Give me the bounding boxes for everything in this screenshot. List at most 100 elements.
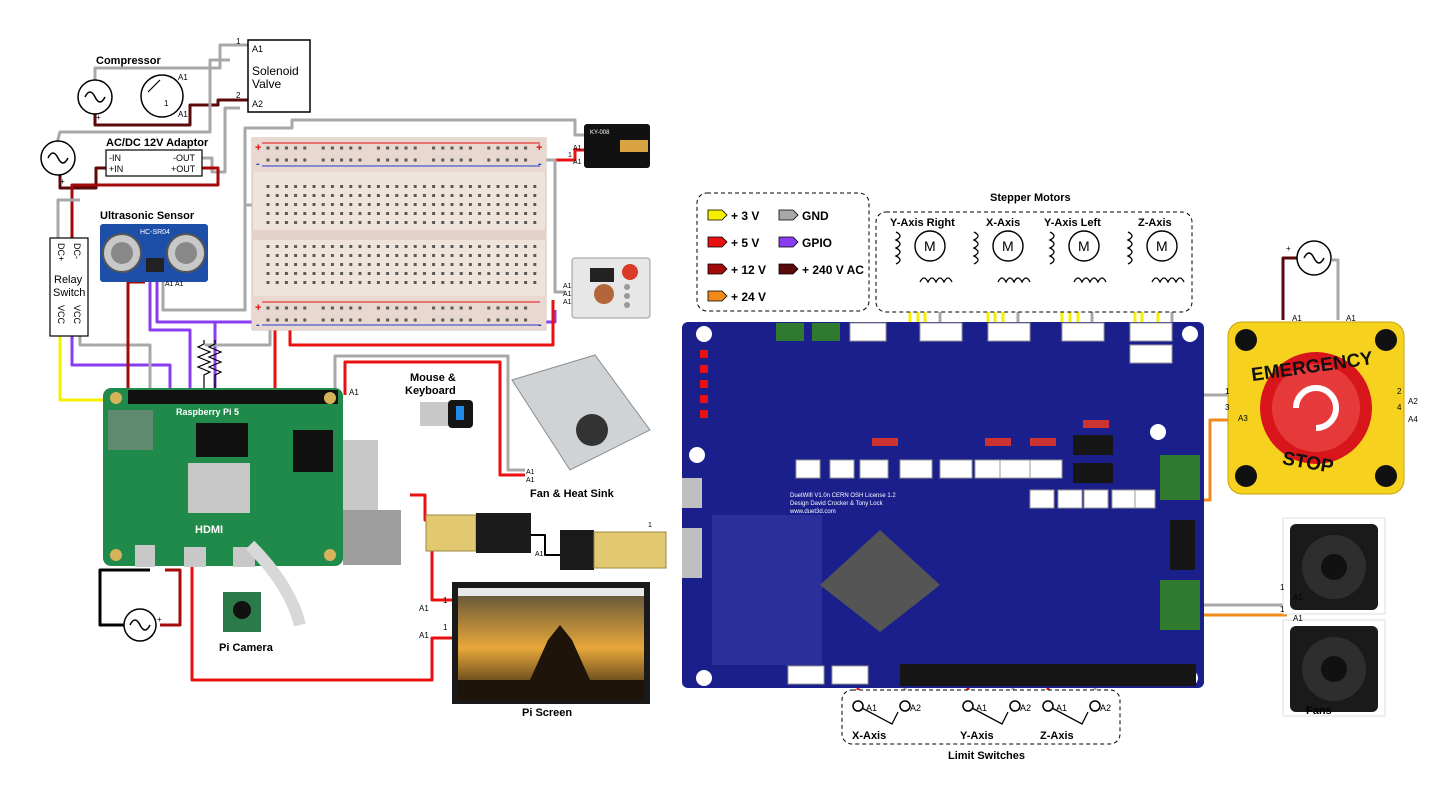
expansion-header: [900, 664, 1196, 686]
solenoid-valve: A1 Solenoid Valve A2 1 2: [236, 37, 311, 113]
duet-wifi-board: DuetWifi V1.0n CERN OSH License 1.2 Desi…: [682, 322, 1204, 688]
stepper-motor: M: [894, 230, 953, 284]
rj45-plug-icon: [593, 531, 667, 569]
stepper-title: Stepper Motors: [990, 192, 1071, 204]
rail-minus: -: [538, 319, 542, 331]
limit-pin-a1: A1: [1056, 703, 1067, 713]
wire-compressor-gnd: [93, 43, 248, 95]
breadboard: + + - - + - -: [251, 137, 547, 331]
pi-hdmi-label: HDMI: [195, 524, 223, 536]
usb-port: [682, 478, 702, 508]
pin-header: [1057, 489, 1083, 509]
limit-pin-a2: A2: [910, 703, 921, 713]
legend-label: + 240 V AC: [802, 263, 864, 277]
legend-label: + 24 V: [731, 290, 766, 304]
compressor: Compressor A1 A1 1 +: [77, 55, 188, 122]
eth-pin-a: A1: [535, 551, 544, 558]
adaptor-out-neg: -OUT: [173, 153, 195, 163]
motor-label-y-left: Y-Axis Left: [1044, 217, 1101, 229]
estop-pin-2: 2: [1397, 387, 1402, 396]
pin-header: [1111, 489, 1137, 509]
pi-pin-a1: A1: [349, 388, 359, 397]
solenoid-wire-2: 2: [236, 91, 241, 100]
legend-box: [696, 192, 870, 312]
fan-icon: [576, 414, 608, 446]
pin-header: [1134, 489, 1156, 509]
fuse-block: [872, 438, 898, 446]
pin-header: [919, 322, 963, 342]
laser-board: [584, 124, 650, 168]
laser-diode-icon: [620, 140, 648, 152]
wire-relay-gpio: [70, 335, 172, 392]
pin-header: [831, 665, 869, 685]
legend-label: + 12 V: [731, 263, 766, 277]
screen-pin-1: 1: [443, 596, 448, 605]
solenoid-pin-a2: A2: [252, 99, 263, 109]
sensor-pin-a1b: A1: [563, 291, 572, 298]
pi-screen-label: Pi Screen: [522, 707, 572, 719]
pin-header: [795, 459, 821, 479]
stepper-motors: Stepper Motors Y-Axis Right X-Axis Y-Axi…: [875, 192, 1193, 313]
motor-symbol: M: [1078, 238, 1090, 254]
estop-plus: +: [1286, 244, 1291, 253]
acdc-adaptor: AC/DC 12V Adaptor -IN +IN -OUT +OUT +: [40, 137, 209, 186]
laser-pin-a1: A1: [573, 145, 582, 152]
ram-chip-icon: [188, 463, 250, 513]
ultrasonic-sensor: Ultrasonic Sensor HC-SR04 A1 A1: [100, 210, 208, 288]
legend-item: GPIO: [778, 236, 832, 250]
rail-minus: -: [256, 158, 260, 170]
coil-icon: [1151, 277, 1185, 284]
motor-icon: [992, 230, 1024, 262]
fan-heatsink-label: Fan & Heat Sink: [530, 488, 615, 500]
switch-contact-icon: [852, 700, 864, 712]
fan-pin-a1b: A1: [526, 477, 535, 484]
adaptor-plus: +: [60, 177, 65, 186]
wire-fan-5v: [343, 360, 525, 477]
wire-pi-psu-pos: [160, 568, 182, 627]
relay-dc-pos: DC+: [56, 243, 66, 261]
sensor-pin-a1: A1: [563, 283, 572, 290]
power-terminal: [776, 323, 804, 341]
screen-pin-a1: A1: [419, 604, 429, 613]
pin-header: [1029, 459, 1063, 479]
pi-camera-label: Pi Camera: [219, 642, 274, 654]
laser-model: KY-008: [590, 130, 610, 136]
relay-label-1: Relay: [54, 274, 83, 286]
temple-silhouette: [530, 625, 590, 680]
legend-item: + 12 V: [707, 263, 766, 277]
legend-item: + 240 V AC: [778, 263, 864, 277]
resistors: [196, 340, 223, 390]
fans: 1 A1 1 A1 Fans: [1280, 517, 1386, 717]
switch-contact-icon: [1042, 700, 1054, 712]
resistor-icon: [196, 340, 212, 390]
usb-dongle: Mouse & Keyboard: [405, 372, 473, 428]
limit-label-x: X-Axis: [852, 730, 886, 742]
heatsink-area: [712, 515, 822, 665]
status-led: [700, 410, 708, 418]
limit-pin-a1: A1: [866, 703, 877, 713]
duet-text-2: Design David Crocker & Tony Lock: [790, 501, 884, 507]
coil-icon: [1126, 231, 1133, 265]
legend-label: + 3 V: [731, 209, 759, 223]
relay-label-2: Switch: [53, 287, 85, 299]
pin-header: [1029, 489, 1055, 509]
coil-icon: [997, 277, 1031, 284]
motor-symbol: M: [924, 238, 936, 254]
wire-ac-adaptor-gnd: [53, 58, 230, 151]
stepper-motor: M: [1048, 230, 1107, 284]
pin-header: [1129, 322, 1173, 342]
pin-header: [849, 322, 887, 342]
laser-module: KY-008 A1 1 A1: [568, 124, 650, 168]
gpio-header: [128, 390, 338, 404]
sensor-led-icon: [622, 264, 638, 280]
rotate-arrow-icon: [1293, 385, 1339, 431]
pi-camera: Pi Camera: [219, 540, 306, 654]
wire-ac-adaptor-hot: [58, 166, 106, 190]
switch-lever-icon: [971, 707, 1009, 725]
duet-text-3: www.duet3d.com: [789, 509, 836, 515]
ethernet-cables: 1 A1: [425, 513, 667, 570]
wire-compressor-ac: [93, 98, 248, 127]
motor-label-y-right: Y-Axis Right: [890, 217, 955, 229]
solenoid-label-2: Valve: [252, 77, 281, 91]
usb-plug-icon: [420, 402, 448, 426]
